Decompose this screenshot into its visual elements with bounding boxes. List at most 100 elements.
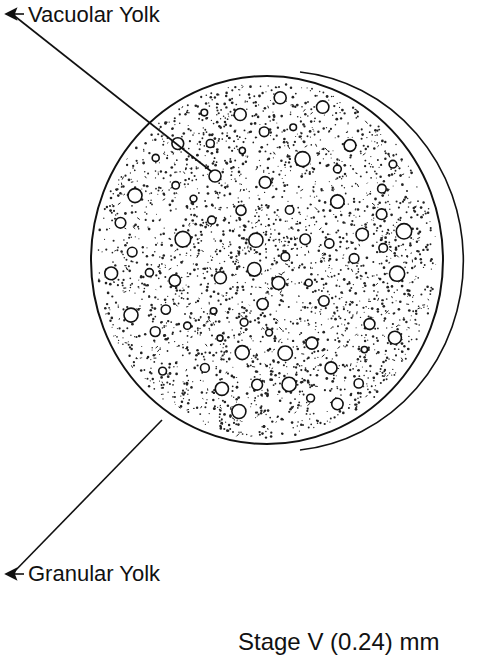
yolk-granule bbox=[353, 198, 355, 200]
yolk-granule bbox=[386, 378, 388, 380]
yolk-granule bbox=[323, 158, 324, 159]
yolk-granule bbox=[245, 177, 247, 179]
yolk-granule bbox=[425, 212, 427, 214]
yolk-granule bbox=[378, 167, 379, 168]
yolk-granule bbox=[299, 431, 300, 432]
yolk-granule bbox=[170, 238, 172, 240]
yolk-granule bbox=[374, 141, 375, 142]
yolk-granule bbox=[428, 308, 429, 309]
yolk-granule bbox=[406, 255, 408, 257]
yolk-granule bbox=[229, 125, 232, 128]
yolk-granule bbox=[227, 132, 228, 133]
yolk-granule bbox=[287, 373, 288, 374]
yolk-granule bbox=[299, 334, 301, 336]
yolk-granule bbox=[167, 392, 168, 393]
yolk-granule bbox=[411, 281, 413, 283]
yolk-granule bbox=[315, 184, 316, 185]
yolk-granule bbox=[155, 177, 156, 178]
yolk-granule bbox=[370, 166, 372, 168]
yolk-granule bbox=[344, 346, 346, 348]
yolk-granule bbox=[240, 327, 242, 329]
yolk-granule bbox=[385, 354, 386, 355]
yolk-granule bbox=[137, 180, 138, 181]
yolk-granule bbox=[345, 327, 348, 330]
yolk-granule bbox=[162, 398, 163, 399]
yolk-granule bbox=[273, 240, 275, 242]
yolk-granule bbox=[363, 282, 366, 285]
yolk-granule bbox=[124, 257, 126, 259]
yolk-granule bbox=[131, 283, 133, 285]
yolk-granule bbox=[363, 307, 364, 308]
yolk-granule bbox=[288, 161, 290, 163]
yolk-granule bbox=[348, 203, 349, 204]
yolk-granule bbox=[241, 421, 242, 422]
yolk-granule bbox=[382, 305, 385, 308]
yolk-granule bbox=[141, 298, 143, 300]
yolk-granule bbox=[174, 396, 176, 398]
yolk-granule bbox=[367, 222, 368, 223]
yolk-granule bbox=[324, 389, 326, 391]
yolk-granule bbox=[290, 321, 292, 323]
yolk-granule bbox=[301, 173, 303, 175]
yolk-granule bbox=[138, 288, 139, 289]
yolk-granule bbox=[146, 263, 148, 265]
yolk-granule bbox=[104, 208, 106, 210]
yolk-granule bbox=[396, 289, 398, 291]
yolk-granule bbox=[290, 227, 292, 229]
yolk-granule bbox=[313, 130, 314, 131]
yolk-granule bbox=[288, 306, 290, 308]
yolk-granule bbox=[113, 210, 115, 212]
yolk-granule bbox=[202, 174, 204, 176]
yolk-granule bbox=[373, 290, 375, 292]
yolk-granule bbox=[308, 426, 310, 428]
yolk-granule bbox=[153, 354, 156, 357]
yolk-granule bbox=[117, 188, 119, 190]
yolk-granule bbox=[341, 161, 342, 162]
yolk-granule bbox=[269, 364, 271, 366]
yolk-granule bbox=[426, 222, 428, 224]
yolk-granule bbox=[142, 251, 144, 253]
yolk-granule bbox=[280, 170, 282, 172]
yolk-granule bbox=[173, 120, 175, 122]
yolk-granule bbox=[282, 178, 283, 179]
yolk-granule bbox=[237, 318, 238, 319]
yolk-granule bbox=[128, 355, 130, 357]
yolk-granule bbox=[213, 123, 215, 125]
yolk-granule bbox=[318, 199, 321, 202]
yolk-granule bbox=[285, 167, 286, 168]
yolk-granule bbox=[401, 183, 404, 186]
yolk-granule bbox=[331, 380, 334, 383]
yolk-granule bbox=[215, 268, 217, 270]
yolk-granule bbox=[266, 214, 268, 216]
yolk-granule bbox=[219, 263, 220, 264]
yolk-granule bbox=[253, 355, 255, 357]
yolk-granule bbox=[230, 244, 232, 246]
yolk-granule bbox=[316, 281, 318, 283]
yolk-granule bbox=[320, 188, 322, 190]
yolk-granule bbox=[163, 194, 165, 196]
yolk-granule bbox=[317, 357, 318, 358]
yolk-granule bbox=[214, 315, 215, 316]
yolk-granule bbox=[353, 215, 354, 216]
yolk-granule bbox=[363, 199, 364, 200]
yolk-granule bbox=[402, 243, 404, 245]
yolk-granule bbox=[335, 352, 337, 354]
yolk-granule bbox=[208, 316, 210, 318]
yolk-granule bbox=[377, 159, 379, 161]
yolk-granule bbox=[268, 173, 269, 174]
yolk-granule bbox=[389, 209, 390, 210]
yolk-granule bbox=[105, 249, 107, 251]
yolk-granule bbox=[361, 133, 364, 136]
yolk-granule bbox=[269, 120, 271, 122]
yolk-granule bbox=[270, 233, 272, 235]
yolk-granule bbox=[393, 154, 394, 155]
yolk-granule bbox=[187, 389, 189, 391]
yolk-granule bbox=[183, 298, 184, 299]
yolk-granule bbox=[225, 92, 228, 95]
yolk-granule bbox=[316, 221, 318, 223]
yolk-granule bbox=[208, 225, 210, 227]
yolk-granule bbox=[399, 174, 402, 177]
yolk-granule bbox=[335, 118, 338, 121]
yolk-granule bbox=[162, 232, 165, 235]
yolk-granule bbox=[218, 140, 220, 142]
